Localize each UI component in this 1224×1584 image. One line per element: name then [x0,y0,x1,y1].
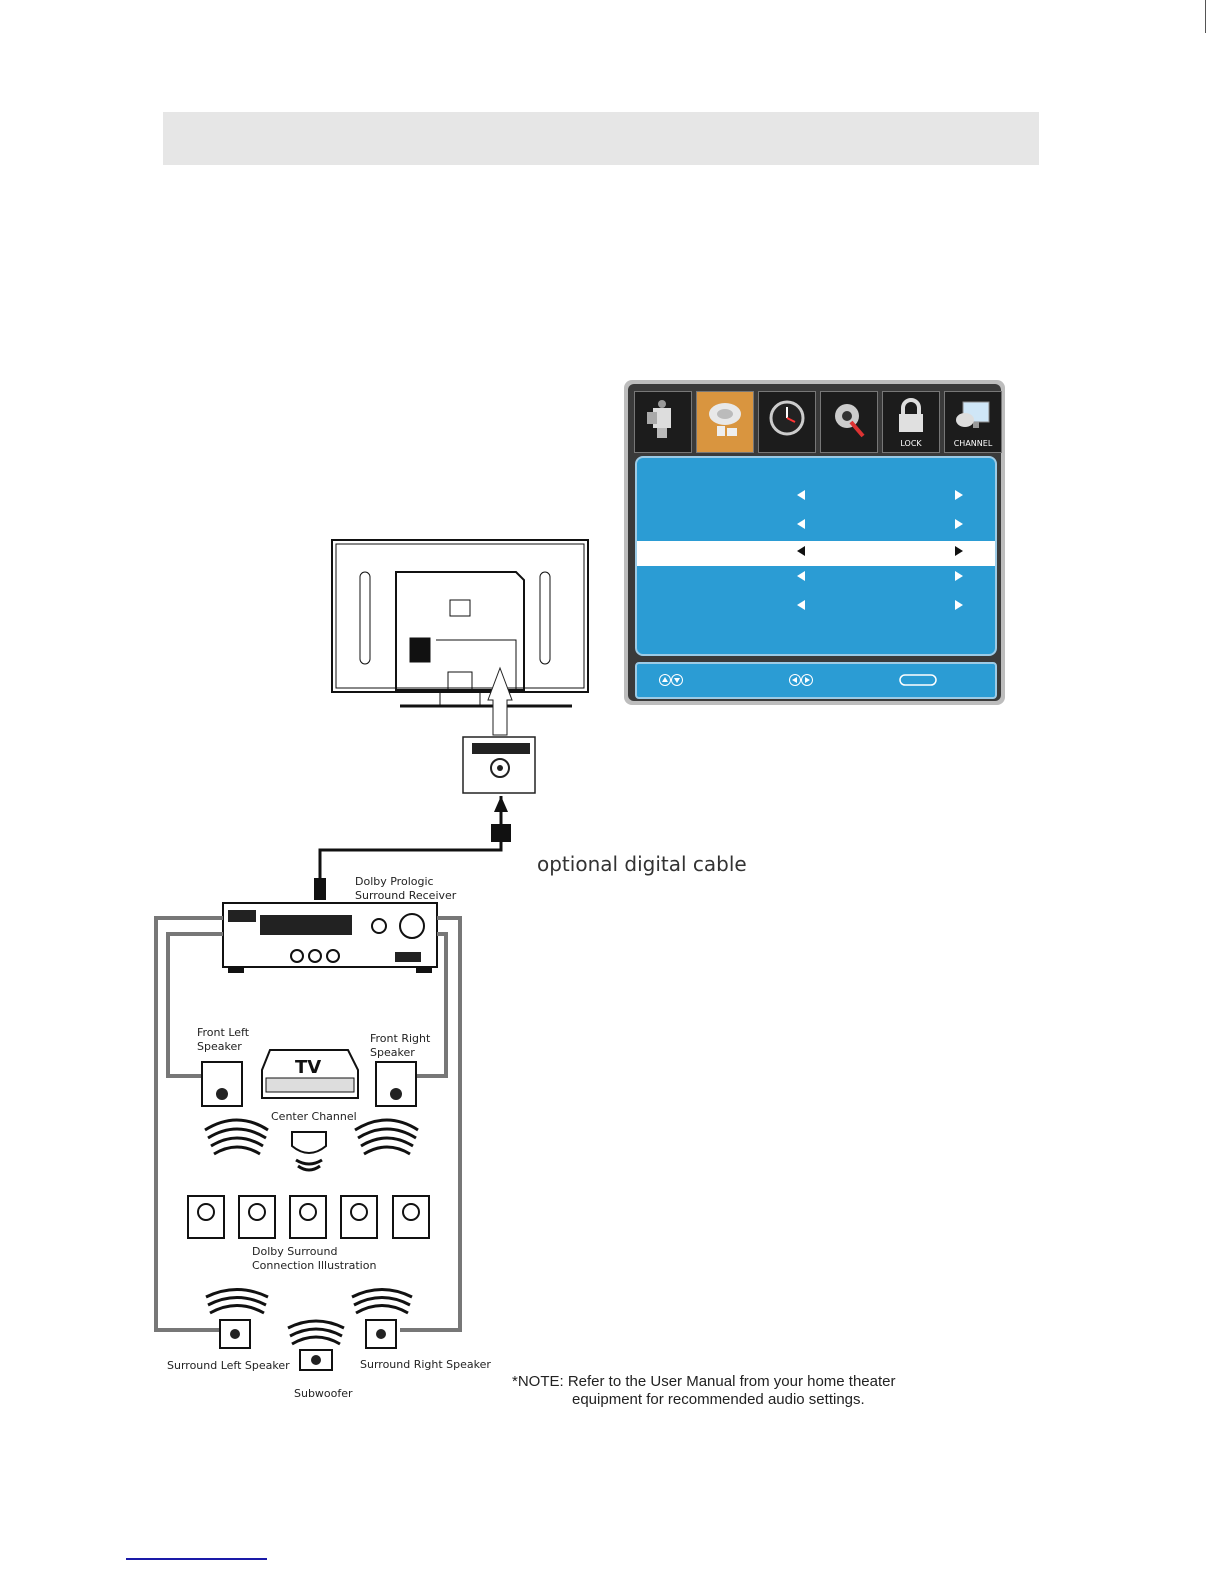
osd-footer [635,662,997,699]
right-arrow-icon[interactable] [955,600,963,610]
osd-frame: LOCK CHANNEL [628,384,1002,701]
surround-right-label: Surround Right Speaker [360,1358,491,1371]
tab-channel[interactable]: CHANNEL [944,391,1002,453]
tab-lock[interactable]: LOCK [882,391,940,453]
surround-right-speaker-icon [351,1288,413,1349]
tab-time[interactable] [758,391,816,453]
left-right-icon [789,674,813,686]
left-arrow-icon[interactable] [797,490,805,500]
right-arrow-icon[interactable] [955,519,963,529]
left-arrow-icon[interactable] [797,571,805,581]
tab-channel-label: CHANNEL [953,439,993,448]
surround-left-label: Surround Left Speaker [167,1359,290,1372]
camera-icon [647,400,671,438]
note-line-2: equipment for recommended audio settings… [572,1391,865,1408]
tab-setup[interactable] [820,391,878,453]
right-arrow-icon[interactable] [955,546,963,556]
top-rule [1205,0,1206,33]
subwoofer-icon [287,1319,345,1371]
audio-icon [709,403,741,436]
osd-option-row[interactable] [637,514,995,539]
cable-plug-icon [491,824,511,842]
center-channel-speaker-icon [291,1131,327,1172]
note-line-1: *NOTE: Refer to the User Manual from you… [512,1373,896,1390]
settings-icon [835,404,865,438]
note-text: *NOTE: Refer to the User Manual from you… [512,1373,896,1409]
illustration-caption: Dolby Surround Connection Illustration [252,1245,377,1272]
tv-osd-menu: LOCK CHANNEL [624,380,1005,705]
center-channel-label: Center Channel [271,1110,357,1123]
left-arrow-icon[interactable] [797,519,805,529]
clock-icon [769,400,805,436]
receiver-illustration [222,902,438,973]
surround-left-speaker-icon [205,1288,269,1349]
left-arrow-icon[interactable] [797,546,805,556]
osd-option-row[interactable] [637,595,995,620]
tv-rear-illustration [331,539,589,708]
osd-option-row-selected[interactable] [637,541,995,566]
front-right-label: Front Right Speaker [370,1032,431,1059]
tv-front-illustration [261,1049,359,1099]
footer-link-underline[interactable] [126,1558,267,1560]
front-right-speaker-icon [354,1061,419,1156]
up-down-icon [659,674,683,686]
osd-option-row[interactable] [637,485,995,510]
tab-picture[interactable] [634,391,692,453]
osd-option-row[interactable] [637,566,995,591]
exit-button-icon [899,674,937,686]
right-arrow-icon[interactable] [955,571,963,581]
lock-icon [899,398,923,432]
listener-seats [187,1195,430,1239]
right-arrow-icon[interactable] [955,490,963,500]
section-header-bar [163,112,1039,165]
front-left-speaker-icon [201,1061,269,1156]
receiver-label: Dolby Prologic Surround Receiver [355,875,457,902]
tab-lock-label: LOCK [900,439,922,448]
subwoofer-label: Subwoofer [294,1387,353,1400]
tab-audio[interactable] [696,391,754,453]
optical-jack-icon [462,736,536,794]
left-arrow-icon[interactable] [797,600,805,610]
tv-label: TV [295,1057,321,1078]
channel-icon [956,401,990,428]
osd-options-panel [635,456,997,656]
digital-cable [318,796,503,900]
front-left-label: Front Left Speaker [197,1026,250,1053]
optional-cable-label: optional digital cable [537,852,747,876]
arrow-up-icon [487,666,513,736]
